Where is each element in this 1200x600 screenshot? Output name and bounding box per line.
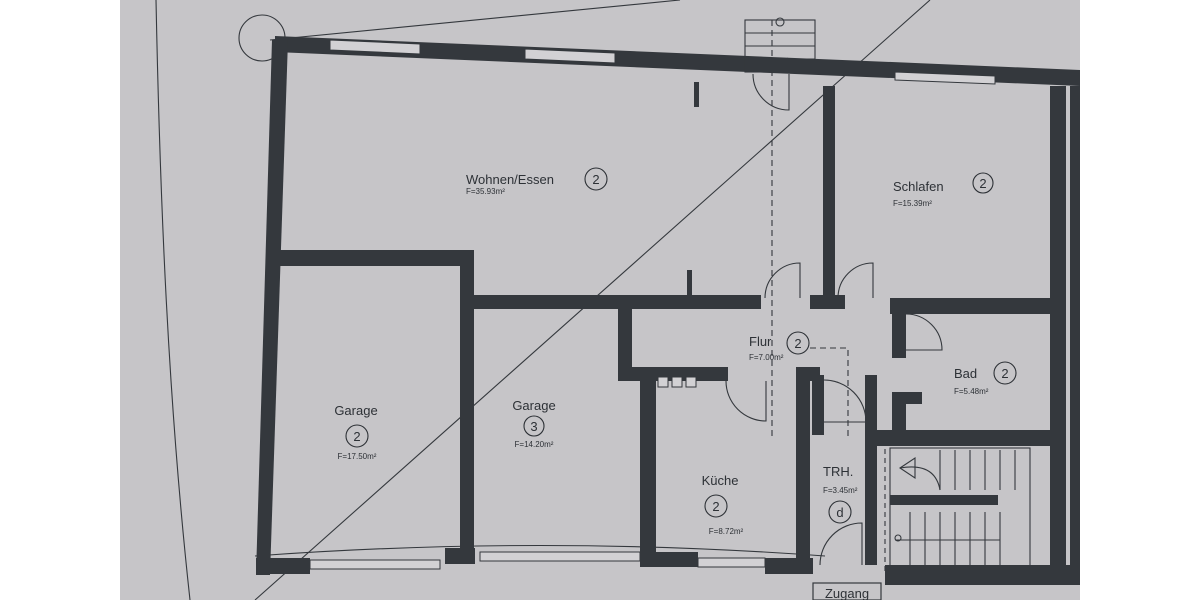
door-trh <box>823 379 867 423</box>
room-name-bad: Bad <box>954 366 977 381</box>
east-wall <box>1050 86 1066 566</box>
schlafen-south-wall <box>890 298 1060 314</box>
bad-corner-wall <box>892 392 922 404</box>
room-name-schlafen: Schlafen <box>893 179 944 194</box>
room-name-garage-2: Garage <box>512 398 555 413</box>
north-wall <box>275 36 1080 86</box>
garage-top-wall <box>280 250 470 266</box>
room-number-bad: 2 <box>1001 366 1008 381</box>
room-area-kueche: F=8.72m² <box>709 527 744 536</box>
room-number-garage-2: 3 <box>530 419 537 434</box>
garage-front-curve <box>254 544 826 557</box>
room-number-circle <box>704 494 728 518</box>
site-lines <box>155 0 931 600</box>
room-number-circle <box>786 331 810 355</box>
window-living-2 <box>524 48 616 64</box>
room-name-trh: TRH. <box>823 464 853 479</box>
room-area-garage-2: F=14.20m² <box>515 440 554 449</box>
window-kitchen <box>697 557 766 568</box>
doors <box>725 73 943 566</box>
room-number-circle <box>993 361 1017 385</box>
room-number-kueche: 2 <box>712 499 719 514</box>
door-schlafen <box>837 262 874 299</box>
window-schlafen <box>894 71 996 85</box>
stairs <box>744 17 1031 567</box>
room-area-trh: F=3.45m² <box>823 486 858 495</box>
south-wall-stair <box>885 565 1080 585</box>
windows <box>309 39 996 570</box>
wall-stub-top <box>694 82 699 107</box>
garage-divider-wall <box>460 250 474 562</box>
stair-direction-icon <box>899 456 916 480</box>
entrance-label: Zugang <box>825 586 869 600</box>
living-south-wall <box>465 295 761 309</box>
room-number-circle <box>972 172 994 194</box>
window-garage-2 <box>479 551 641 562</box>
room-number-schlafen: 2 <box>979 176 986 191</box>
vent-1 <box>657 376 669 388</box>
flur-wall-left <box>810 295 845 309</box>
door-living <box>764 262 801 299</box>
west-wall <box>256 40 288 575</box>
window-living-1 <box>329 39 421 55</box>
flur-dashed-line <box>810 347 849 440</box>
room-number-circle <box>523 415 545 437</box>
room-area-garage-1: F=17.50m² <box>338 452 377 461</box>
zugang-box <box>812 582 882 600</box>
window-garage-1 <box>309 559 441 570</box>
walls <box>256 36 1080 585</box>
bad-west-wall-top <box>892 314 906 358</box>
room-name-flur: Flur <box>749 334 772 349</box>
east-wall-outer <box>1070 86 1080 566</box>
bad-south-wall <box>877 430 1057 446</box>
door-kitchen <box>725 380 767 422</box>
trh-wall-stub <box>812 425 824 435</box>
room-number-circle <box>828 500 852 524</box>
door-zugang <box>819 522 863 566</box>
kitchen-east-wall <box>796 367 810 567</box>
south-wall-left <box>256 558 310 574</box>
room-area-bad: F=5.48m² <box>954 387 989 396</box>
stair-arrow-icon <box>771 57 789 69</box>
stair-landing-wall <box>890 495 998 505</box>
room-labels: Wohnen/Essen 2 F=35.93m² Schlafen 2 F=15… <box>334 167 1017 600</box>
room-number-wohnen: 2 <box>592 172 599 187</box>
room-number-circle <box>345 424 369 448</box>
floor-plan-sheet: Wohnen/Essen 2 F=35.93m² Schlafen 2 F=15… <box>120 0 1080 600</box>
room-number-garage-1: 2 <box>353 429 360 444</box>
room-number-flur: 2 <box>794 336 801 351</box>
room-number-trh: d <box>836 505 843 520</box>
room-name-kueche: Küche <box>702 473 739 488</box>
main-staircase <box>889 447 1031 567</box>
room-number-circle <box>584 167 608 191</box>
roof-edge-line <box>269 0 681 41</box>
door-entrance-top <box>752 73 790 111</box>
schlafen-west-wall <box>823 86 835 304</box>
kitchen-west-wall <box>640 367 656 562</box>
room-area-schlafen: F=15.39m² <box>893 199 932 208</box>
room-name-garage-1: Garage <box>334 403 377 418</box>
kitchen-nw-wall <box>618 309 632 381</box>
vent-2 <box>671 376 683 388</box>
wall-stub <box>687 270 692 298</box>
floor-plan-drawing: Wohnen/Essen 2 F=35.93m² Schlafen 2 F=15… <box>155 0 1080 600</box>
room-area-wohnen: F=35.93m² <box>466 187 505 196</box>
room-area-flur: F=7.00m² <box>749 353 784 362</box>
door-bad <box>905 313 943 351</box>
trh-east-wall <box>865 375 877 565</box>
trh-divider-wall <box>812 375 824 435</box>
room-name-wohnen: Wohnen/Essen <box>466 172 554 187</box>
vent-3 <box>685 376 697 388</box>
property-boundary-line <box>155 0 191 600</box>
